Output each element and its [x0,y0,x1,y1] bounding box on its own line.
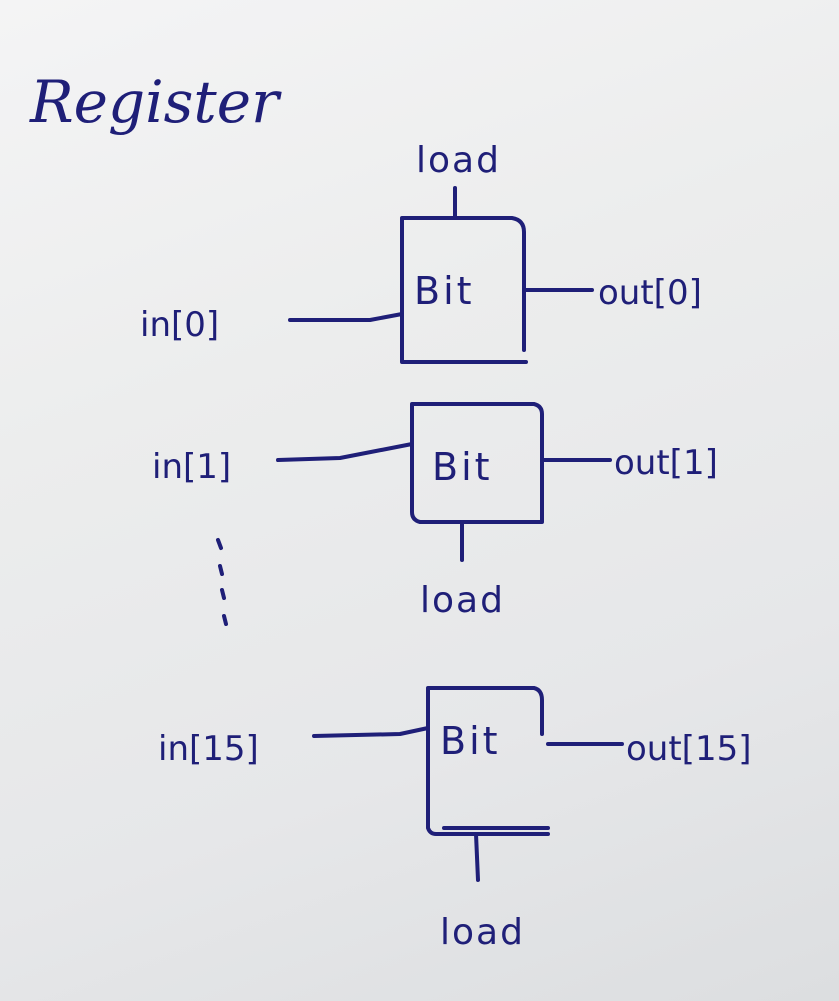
load-label-0: load [416,140,501,181]
output-label-1: out[1] [614,443,718,483]
output-label-0: out[0] [598,273,702,313]
bit-cell-0: load Bit in[0] out[0] [140,140,702,364]
input-label-1: in[1] [152,447,231,487]
input-label-15: in[15] [158,729,259,769]
input-wire-15 [312,726,430,738]
input-label-0: in[0] [140,305,219,345]
diagram-title: Register [29,68,282,136]
load-label-1: load [420,580,505,621]
bit-box-1 [410,402,544,524]
input-wire-1 [276,442,414,462]
bit-label-15: Bit [440,719,501,763]
load-wire-15 [474,832,480,882]
bit-box-0 [400,216,528,364]
bit-box-15 [426,686,550,836]
bit-cell-15: in[15] Bit out[15] load [158,686,751,953]
load-label-15: load [440,912,525,953]
bit-label-1: Bit [432,445,493,489]
ellipsis-dots [216,538,228,626]
bit-label-0: Bit [414,269,475,313]
bit-cell-1: in[1] Bit out[1] load [152,402,718,621]
output-label-15: out[15] [626,729,751,769]
input-wire-0 [288,312,404,322]
